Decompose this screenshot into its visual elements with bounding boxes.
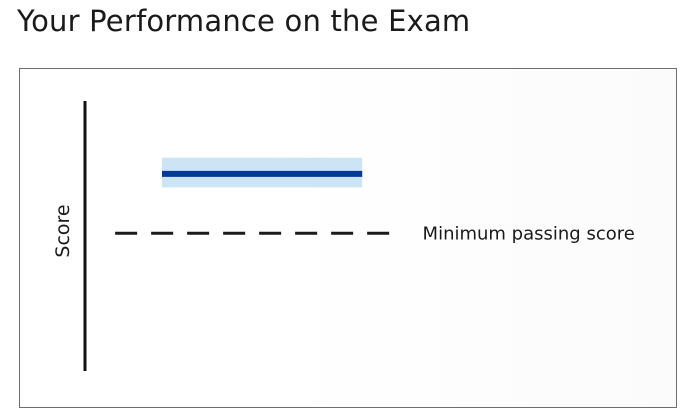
y-axis-label: Score (52, 204, 74, 257)
minimum-passing-score-label: Minimum passing score (423, 223, 635, 244)
chart-frame: Minimum passing score Score (19, 68, 677, 408)
page-title: Your Performance on the Exam (17, 4, 471, 38)
performance-chart: Minimum passing score Score (52, 101, 635, 371)
